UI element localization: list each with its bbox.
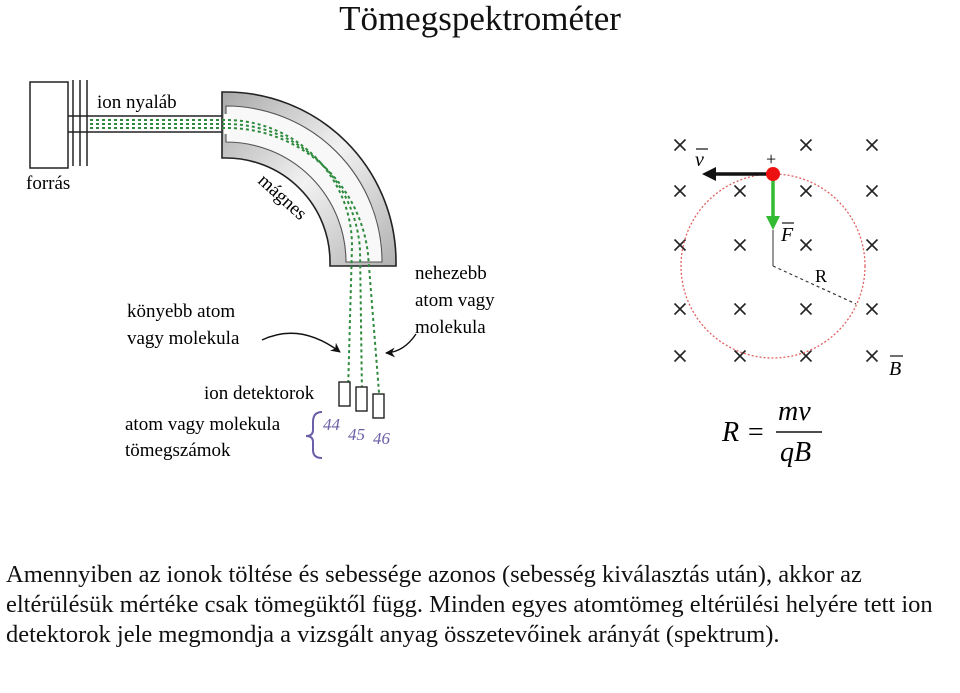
field-cross-icon xyxy=(799,138,813,152)
lighter-arrow xyxy=(261,332,341,353)
charge-sign: + xyxy=(766,149,776,169)
formula-lhs: R = xyxy=(721,417,765,448)
mass-number-46: 46 xyxy=(373,429,391,448)
field-cross-icon xyxy=(799,349,813,363)
ion-path-44 xyxy=(90,119,354,393)
field-cross-icon xyxy=(865,138,879,152)
field-label: B xyxy=(889,358,901,380)
field-cross-icon xyxy=(799,238,813,252)
field-cross-icon xyxy=(865,184,879,198)
lighter-label-line1: könyebb atom xyxy=(127,301,235,322)
heavier-label-line2: atom vagy xyxy=(415,290,495,311)
ion-source-box xyxy=(29,81,69,169)
field-cross-icon xyxy=(673,302,687,316)
mass-number-44: 44 xyxy=(323,415,341,434)
heavier-label-line1: nehezebb xyxy=(415,263,487,284)
velocity-arrowhead xyxy=(702,167,716,181)
mass-label-line1: atom vagy molekula xyxy=(125,414,281,435)
mass-label-line2: tömegszámok xyxy=(125,440,231,461)
force-arrowhead xyxy=(766,216,780,230)
detector-44 xyxy=(338,381,351,407)
ion-beam xyxy=(90,119,381,406)
force-label: F xyxy=(780,224,794,246)
beam-label: ion nyaláb xyxy=(97,92,177,113)
ion-path-46 xyxy=(90,126,381,406)
mass-number-45: 45 xyxy=(348,425,365,444)
field-cross-icon xyxy=(865,238,879,252)
mass-brace xyxy=(305,411,323,459)
heavier-label-line3: molekula xyxy=(415,317,486,338)
source-label: forrás xyxy=(26,173,70,194)
formula-denominator: qB xyxy=(780,437,811,468)
magnet-inner-gap xyxy=(225,105,383,263)
explanation-paragraph: Amennyiben az ionok töltése és sebessége… xyxy=(6,561,933,648)
formula-numerator: mv xyxy=(778,396,811,427)
ion-path-45 xyxy=(90,122,363,396)
charged-particle xyxy=(766,167,780,181)
beam-entry-gap xyxy=(224,114,230,134)
field-cross-icon xyxy=(799,184,813,198)
page-title: Tömegspektrométer xyxy=(339,0,621,38)
detectors-label: ion detektorok xyxy=(204,383,315,404)
velocity-label: v xyxy=(695,149,704,171)
heavier-arrow xyxy=(385,333,417,358)
field-cross-icon xyxy=(673,138,687,152)
field-cross-icon xyxy=(865,349,879,363)
field-cross-icon xyxy=(673,349,687,363)
lighter-label-line2: vagy molekula xyxy=(127,328,240,349)
field-cross-icon xyxy=(673,184,687,198)
detector-46 xyxy=(372,393,385,419)
field-cross-icon xyxy=(733,302,747,316)
field-cross-icon xyxy=(673,238,687,252)
field-cross-icon xyxy=(799,302,813,316)
field-cross-icon xyxy=(865,302,879,316)
field-cross-icon xyxy=(733,184,747,198)
radius-label: R xyxy=(815,266,827,286)
field-cross-icon xyxy=(733,349,747,363)
field-cross-icon xyxy=(733,238,747,252)
magnetic-field-crosses xyxy=(673,138,879,363)
detector-45 xyxy=(355,386,368,412)
